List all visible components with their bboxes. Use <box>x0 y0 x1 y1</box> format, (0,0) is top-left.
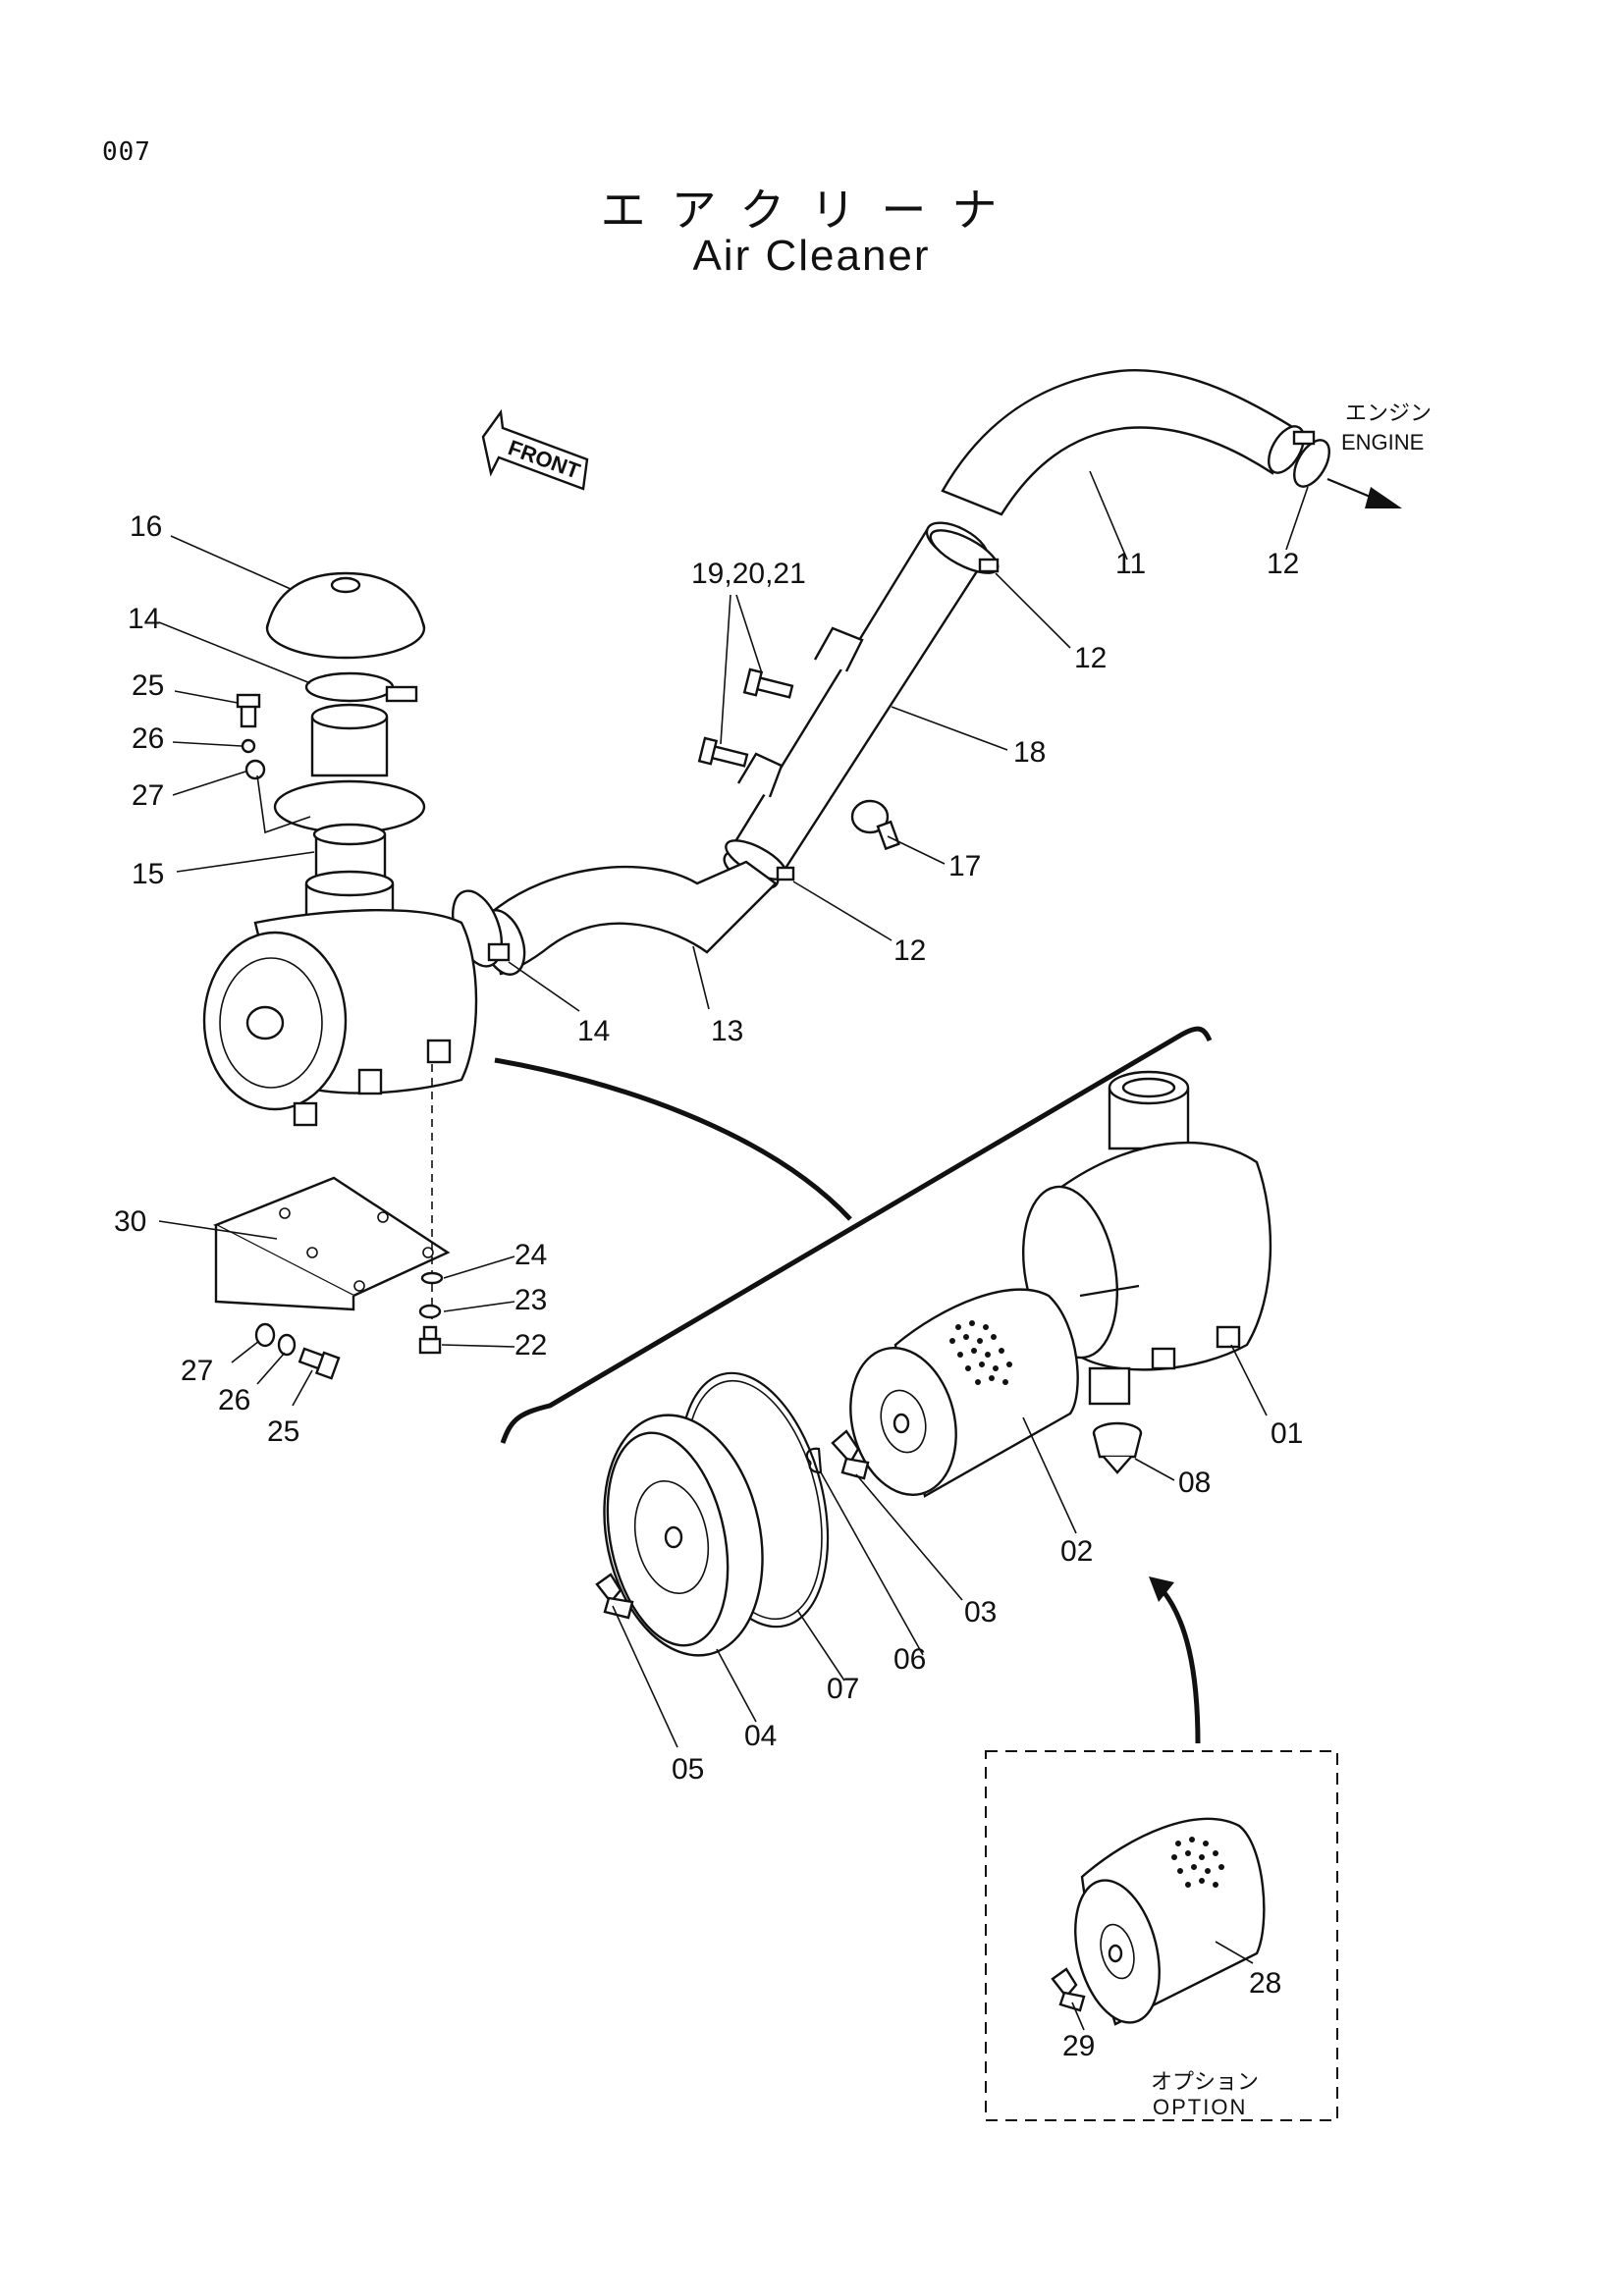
callout-18: 18 <box>1013 736 1046 769</box>
callout-06: 06 <box>893 1643 926 1676</box>
wing-nut-05 <box>595 1573 634 1620</box>
bolt-19-20-21-lower <box>697 736 749 768</box>
washer-26-lower <box>277 1333 297 1357</box>
stud <box>1079 1284 1140 1298</box>
callout-24: 24 <box>514 1239 547 1271</box>
callout-02: 02 <box>1060 1535 1093 1568</box>
washer-24 <box>420 1271 444 1285</box>
callout-22: 22 <box>514 1329 547 1362</box>
intake-stack-15 <box>273 703 426 895</box>
callout-04: 04 <box>744 1720 777 1752</box>
engine-label-japanese: エンジン <box>1345 400 1432 425</box>
cover-04 <box>603 1414 764 1657</box>
housing-01 <box>1021 1070 1272 1406</box>
cap-16 <box>265 571 426 660</box>
engine-direction-arrow <box>1326 477 1402 508</box>
washer-23 <box>418 1304 442 1319</box>
filter-element-28-option <box>1074 1817 1266 2026</box>
callout-12-upper: 12 <box>1074 642 1107 674</box>
callout-29: 29 <box>1062 2030 1095 2062</box>
option-box <box>985 1750 1338 2121</box>
callout-23: 23 <box>514 1284 547 1316</box>
callout-25-lower: 25 <box>267 1415 299 1448</box>
hose-clamp-12-upper <box>929 529 1000 574</box>
dust-valve-08 <box>1092 1421 1143 1474</box>
air-cleaner-assembly <box>202 870 478 1127</box>
bolt-19-20-21-upper <box>742 667 794 699</box>
callout-17: 17 <box>948 850 981 882</box>
callout-14-lower: 14 <box>577 1015 610 1047</box>
callout-30: 30 <box>114 1205 146 1238</box>
callout-05: 05 <box>672 1753 704 1786</box>
option-label-japanese: オプション <box>1151 2069 1259 2094</box>
callout-28: 28 <box>1249 1967 1281 2000</box>
leader-lines <box>158 470 1309 2031</box>
bracket-30 <box>213 1176 451 1311</box>
washer-27-upper <box>244 759 266 780</box>
page-title-english: Air Cleaner <box>692 232 931 280</box>
callout-08: 08 <box>1178 1467 1211 1499</box>
hose-clamp-12-engine <box>1292 430 1330 488</box>
callout-27-upper: 27 <box>132 779 164 812</box>
callout-12-engine: 12 <box>1267 548 1299 580</box>
page-number: 007 <box>102 137 151 167</box>
hose-clamp-14-upper <box>304 671 418 703</box>
callout-27-lower: 27 <box>181 1355 213 1387</box>
callout-01: 01 <box>1271 1417 1303 1450</box>
wing-nut-03 <box>831 1429 870 1480</box>
callout-11: 11 <box>1115 548 1146 580</box>
washer-27-lower <box>254 1322 276 1348</box>
page-title-japanese: エアクリーナ <box>600 184 1023 237</box>
option-reference-arrow <box>1149 1576 1201 1744</box>
option-label-english: OPTION <box>1153 2095 1247 2119</box>
washer-26-upper <box>241 738 256 754</box>
callout-03: 03 <box>964 1596 997 1629</box>
callout-26-lower: 26 <box>218 1384 250 1416</box>
callout-12-lower: 12 <box>893 934 926 967</box>
indicator-17 <box>850 799 900 851</box>
callout-07: 07 <box>827 1673 859 1705</box>
callout-16: 16 <box>130 510 162 543</box>
filter-perforation-dots <box>949 1320 1012 1385</box>
detail-callout-bracket <box>494 1026 1213 1444</box>
front-direction-arrow: FRONT <box>481 408 589 491</box>
callout-13: 13 <box>711 1015 743 1047</box>
wing-nut-29-option <box>1051 1967 1086 2012</box>
filter-element-02 <box>849 1288 1079 1498</box>
nut-22 <box>418 1325 442 1355</box>
engine-label-english: ENGINE <box>1341 430 1424 454</box>
callout-19-20-21: 19,20,21 <box>691 558 806 590</box>
hose-13 <box>479 860 778 976</box>
bolt-25-lower <box>298 1347 341 1380</box>
bolt-25-upper <box>236 693 261 728</box>
callout-25-upper: 25 <box>132 669 164 702</box>
hose-11 <box>941 369 1305 516</box>
callout-26-upper: 26 <box>132 722 164 755</box>
option-perforation-dots <box>1171 1837 1224 1888</box>
callout-14-upper: 14 <box>128 603 160 635</box>
callout-15: 15 <box>132 858 164 890</box>
